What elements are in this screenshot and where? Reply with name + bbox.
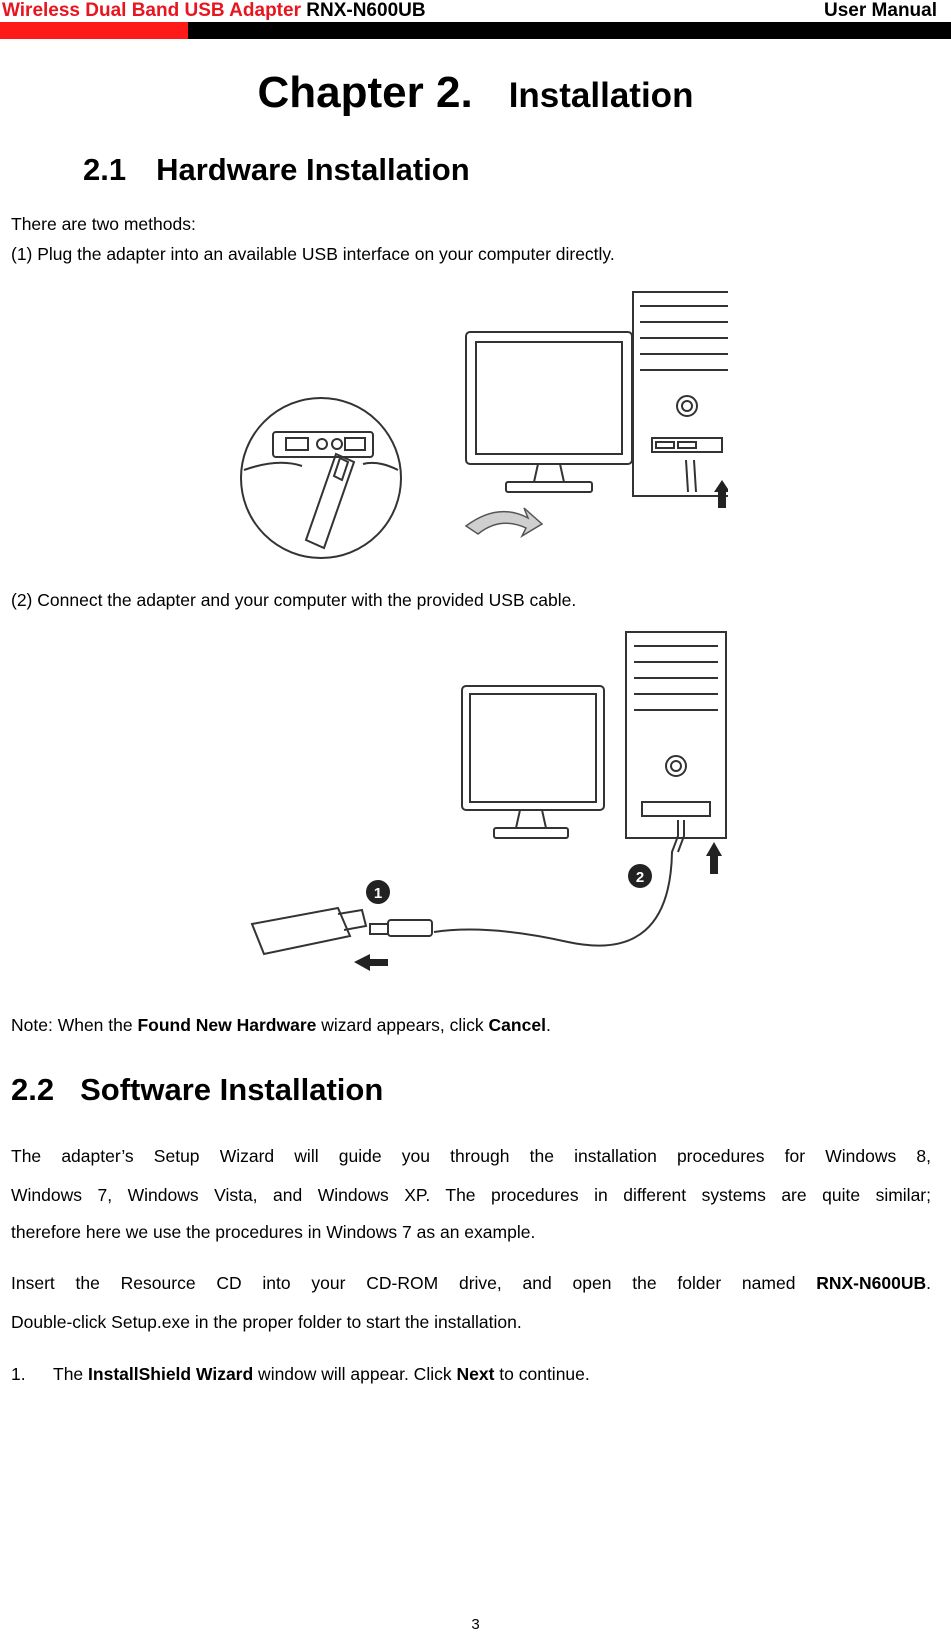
intro-text: There are two methods: (11, 214, 196, 234)
header-model: RNX-N600UB (306, 0, 426, 21)
header-bar-red (0, 22, 188, 39)
folder-name: RNX-N600UB (816, 1273, 927, 1293)
header-product-name: Wireless Dual Band USB Adapter (2, 0, 301, 21)
callout-1-label: 1 (374, 885, 382, 902)
section-number: 2.2 (11, 1072, 55, 1107)
figure-direct-plug (238, 282, 728, 564)
step-middle: window will appear. Click (253, 1364, 457, 1384)
step-prefix: The (53, 1364, 89, 1384)
callout-2-label: 2 (636, 869, 644, 886)
chapter-name: Installation (508, 76, 694, 115)
page-number: 3 (471, 1616, 480, 1633)
software-para-2-line-2: Double-click Setup.exe in the proper fol… (11, 1312, 522, 1332)
section-title: Hardware Installation (156, 152, 470, 187)
software-para-2-line-1: Insert the Resource CD into your CD-ROM … (11, 1273, 931, 1294)
page-header: Wireless Dual Band USB Adapter RNX-N600U… (0, 0, 951, 40)
note-end: . (545, 1015, 551, 1035)
chapter-number: Chapter 2. (257, 68, 473, 117)
figure-usb-cable: 1 2 (238, 624, 728, 994)
direct-plug-illustration (240, 291, 728, 559)
step-number: 1. (11, 1364, 26, 1384)
step-1: 1. The InstallShield Wizard window will a… (11, 1364, 590, 1385)
step-next: Next (456, 1364, 495, 1384)
note-text: Note: When the Found New Hardware wizard… (11, 1015, 551, 1036)
step-installshield: InstallShield Wizard (88, 1364, 254, 1384)
para-2-text: Insert the Resource CD into your CD-ROM … (11, 1273, 817, 1293)
section-number: 2.1 (83, 152, 127, 187)
method-1-text: (1) Plug the adapter into an available U… (11, 244, 615, 264)
chapter-title: Chapter 2. Installation (0, 68, 951, 118)
note-found-new-hardware: Found New Hardware (137, 1015, 317, 1035)
section-heading-software: 2.2 Software Installation (11, 1072, 383, 1108)
usb-cable-illustration: 1 2 (250, 631, 727, 971)
section-heading-hardware: 2.1 Hardware Installation (83, 152, 470, 188)
note-prefix: Note: When the (11, 1015, 138, 1035)
method-2-text: (2) Connect the adapter and your compute… (11, 590, 577, 610)
software-para-1-line-2: Windows 7, Windows Vista, and Windows XP… (11, 1185, 931, 1205)
note-cancel: Cancel (488, 1015, 546, 1035)
software-para-1-line-1: The adapter’s Setup Wizard will guide yo… (11, 1146, 931, 1166)
note-middle: wizard appears, click (316, 1015, 489, 1035)
step-end: to continue. (494, 1364, 590, 1384)
header-manual: User Manual (824, 0, 937, 21)
header-product: Wireless Dual Band USB Adapter RNX-N600U… (2, 0, 426, 22)
header-bar-black (188, 22, 951, 39)
para-2-period: . (926, 1273, 931, 1293)
section-title: Software Installation (80, 1072, 384, 1107)
software-para-1-line-3: therefore here we use the procedures in … (11, 1222, 536, 1242)
